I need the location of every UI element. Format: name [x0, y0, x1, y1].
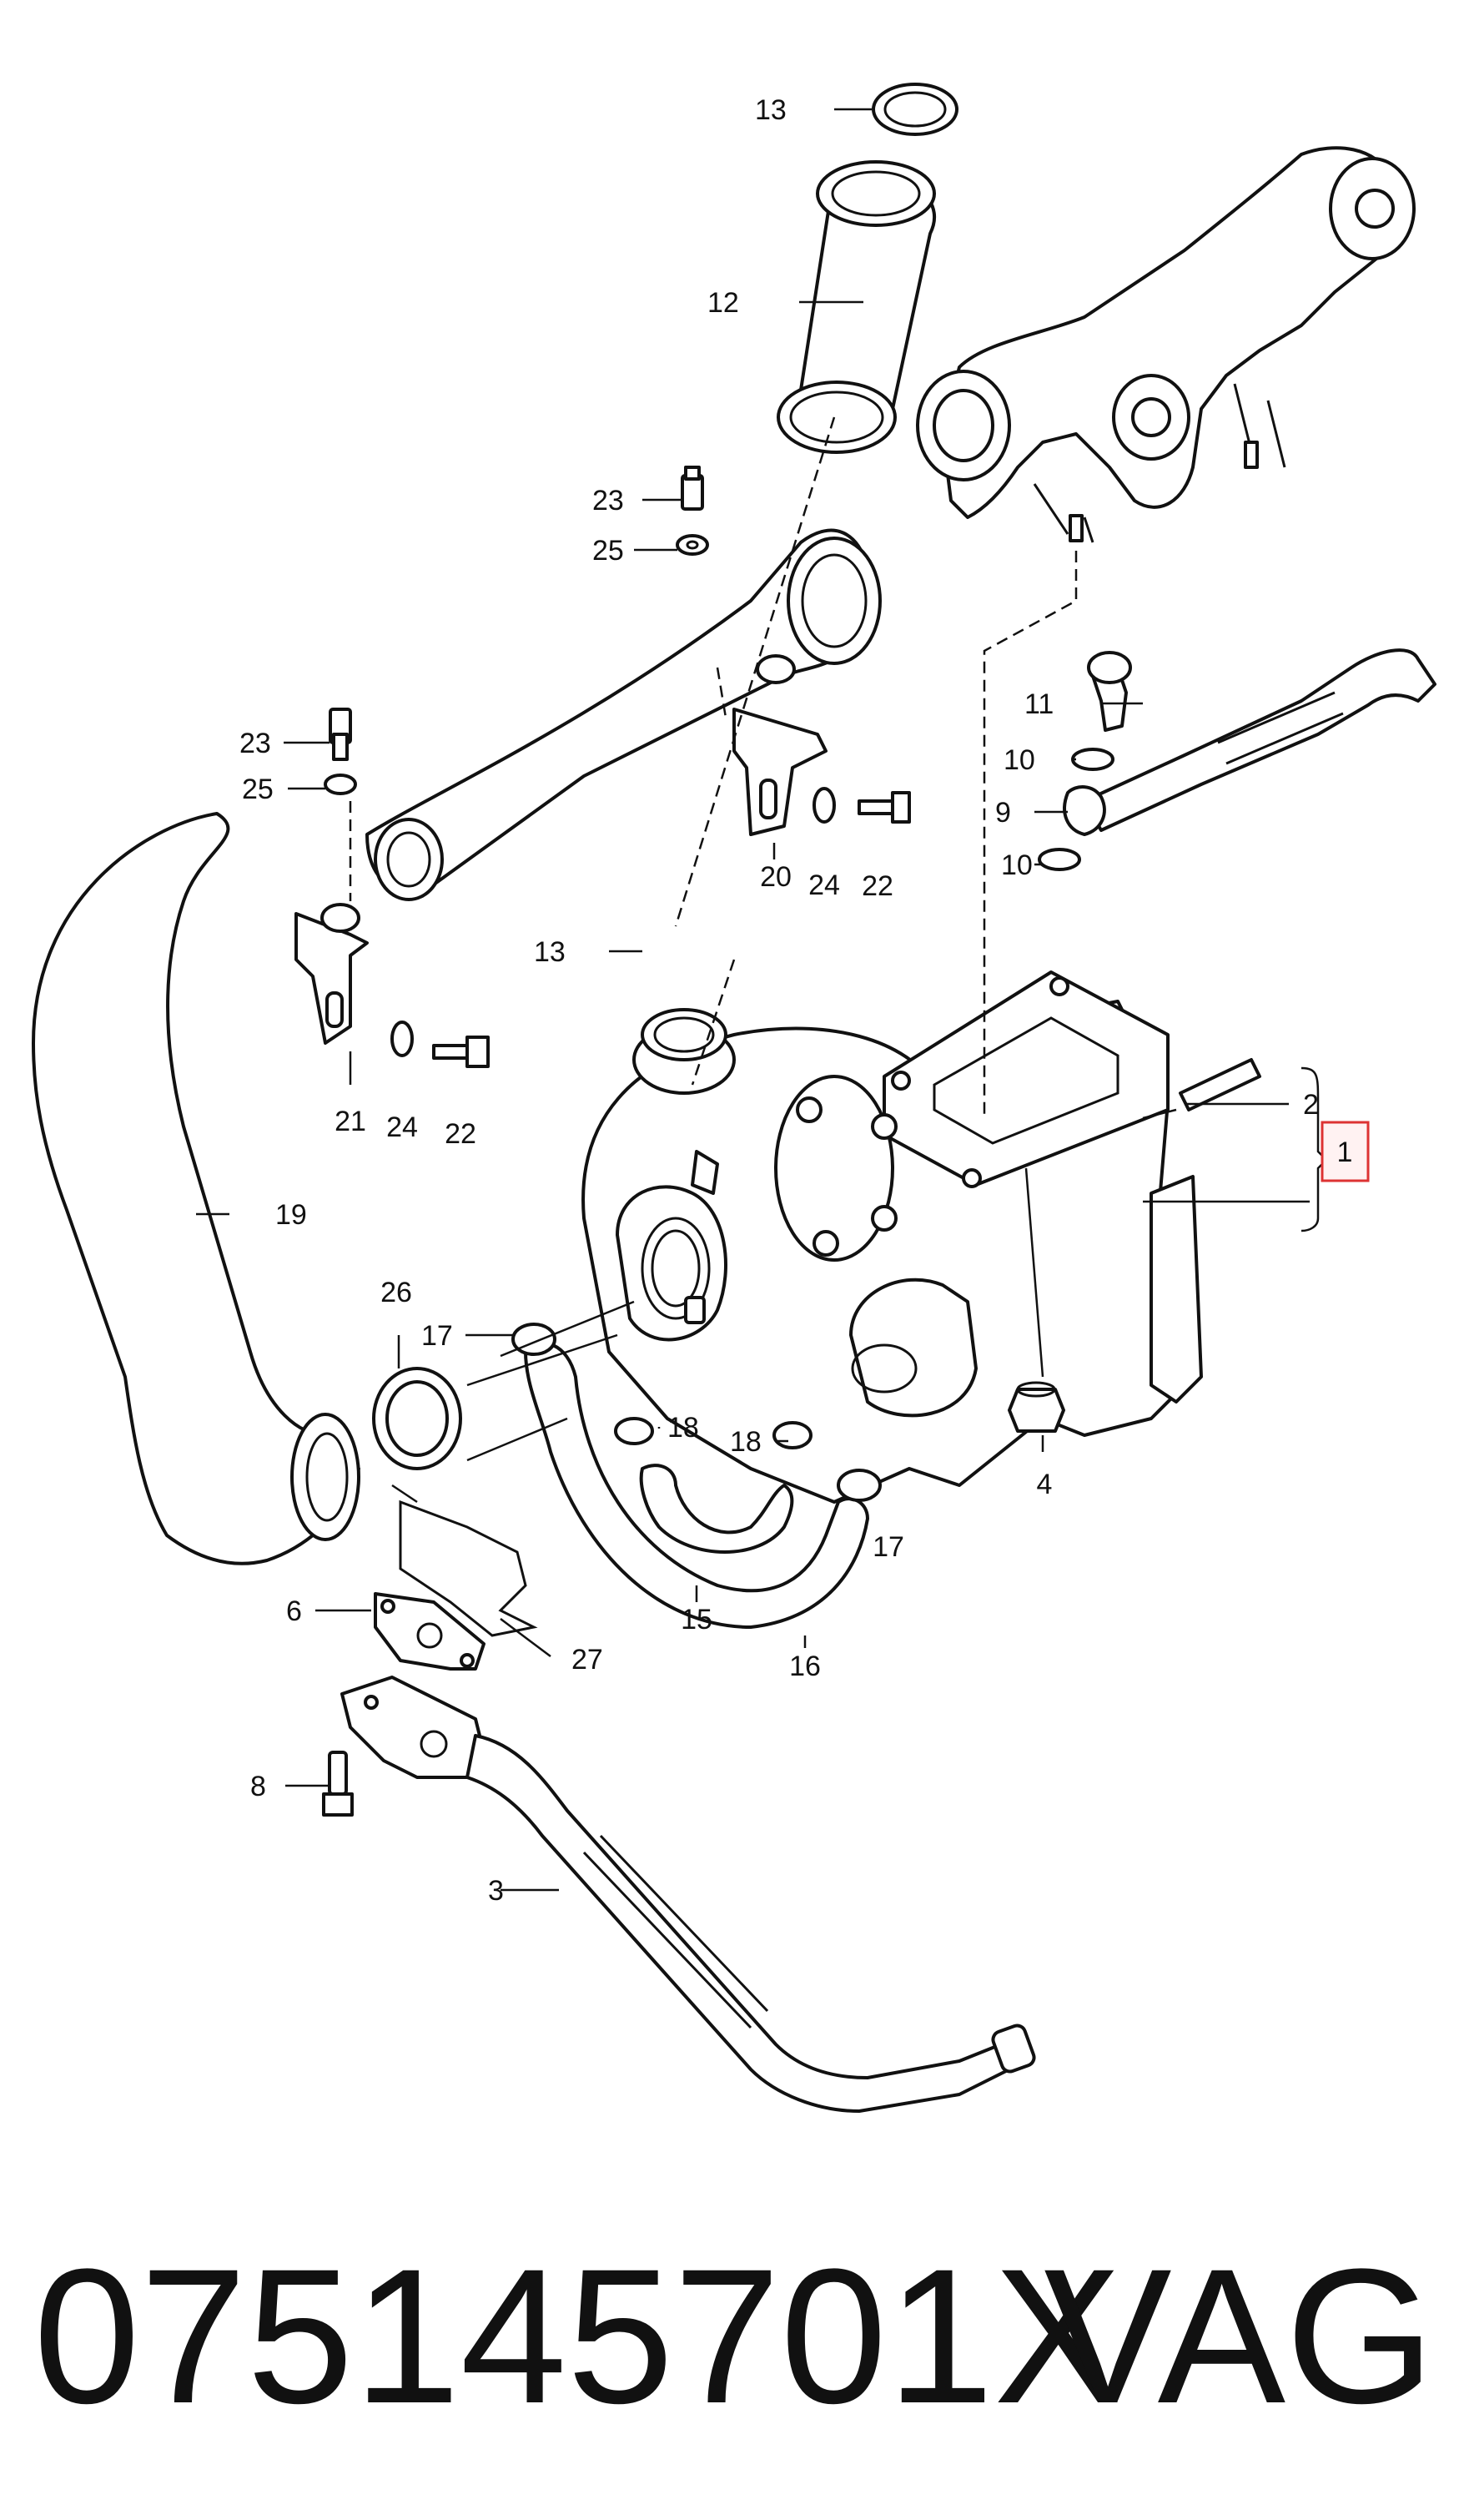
- callout-25-upper: 25: [592, 535, 624, 567]
- callout-25-lower: 25: [242, 774, 274, 805]
- callout-23-upper: 23: [592, 485, 624, 517]
- turbocharger-drawing: [581, 970, 1203, 1504]
- callout-19: 19: [275, 1199, 307, 1231]
- callout-17-left: 17: [421, 1320, 453, 1352]
- callout-4: 4: [1037, 1469, 1053, 1500]
- callout-12: 12: [707, 287, 739, 319]
- callout-11: 11: [1024, 688, 1054, 720]
- bracket-drawing: [294, 654, 828, 1045]
- callout-9: 9: [995, 797, 1011, 829]
- callout-16: 16: [789, 1651, 821, 1682]
- callout-17-right: 17: [873, 1531, 904, 1563]
- gaskets-drawing: [372, 1367, 538, 1671]
- exhaust-manifold-drawing: [916, 146, 1416, 543]
- brand-text: VAG: [1044, 2229, 1435, 2443]
- vacuum-hoses-drawing: [524, 1342, 869, 1629]
- intercooler-hose-drawing: [32, 812, 360, 1565]
- charge-air-pipe-drawing: [365, 528, 882, 901]
- callout-26: 26: [380, 1277, 412, 1308]
- callout-1: 1: [1337, 1137, 1353, 1168]
- callout-6: 6: [286, 1595, 302, 1627]
- intake-pipe-drawing: [777, 83, 958, 454]
- callout-10-lower: 10: [1001, 849, 1033, 881]
- callout-21: 21: [335, 1106, 366, 1137]
- callout-27: 27: [571, 1644, 603, 1676]
- assembly-callout-highlight: [1321, 1121, 1370, 1182]
- callout-2: 2: [1303, 1089, 1319, 1121]
- callout-24-lower: 24: [386, 1111, 418, 1143]
- callout-18-left: 18: [667, 1412, 699, 1444]
- callout-10-upper: 10: [1004, 744, 1035, 776]
- part-number-text: 075145701X: [33, 2229, 1122, 2443]
- oil-return-line-drawing: [322, 1676, 1036, 2113]
- callout-13-upper: 13: [755, 94, 787, 126]
- fasteners-drawing: [324, 466, 911, 1068]
- callout-20: 20: [760, 861, 792, 893]
- callout-22-lower: 22: [445, 1118, 476, 1150]
- stud-and-nut-drawing: [1008, 1058, 1261, 1433]
- callout-15: 15: [681, 1604, 712, 1635]
- part-number-footer: 075145701X VAG: [33, 2220, 1435, 2453]
- callout-labels: 1 2 3 4 6 8 9 10 10 11 12 13 13 15 16 17…: [239, 94, 1352, 1907]
- oil-feed-line-drawing: [1038, 648, 1436, 871]
- callout-8: 8: [250, 1771, 266, 1802]
- callout-23-lower: 23: [239, 728, 271, 759]
- callout-18-right: 18: [730, 1426, 762, 1458]
- callout-24-upper: 24: [808, 869, 840, 901]
- turbocharger-exploded-diagram: 1 2 3 4 6 8 9 10 10 11 12 13 13 15 16 17…: [32, 83, 1436, 2113]
- callout-13-lower: 13: [534, 936, 566, 968]
- callout-22-upper: 22: [862, 870, 893, 902]
- callout-3: 3: [488, 1875, 504, 1907]
